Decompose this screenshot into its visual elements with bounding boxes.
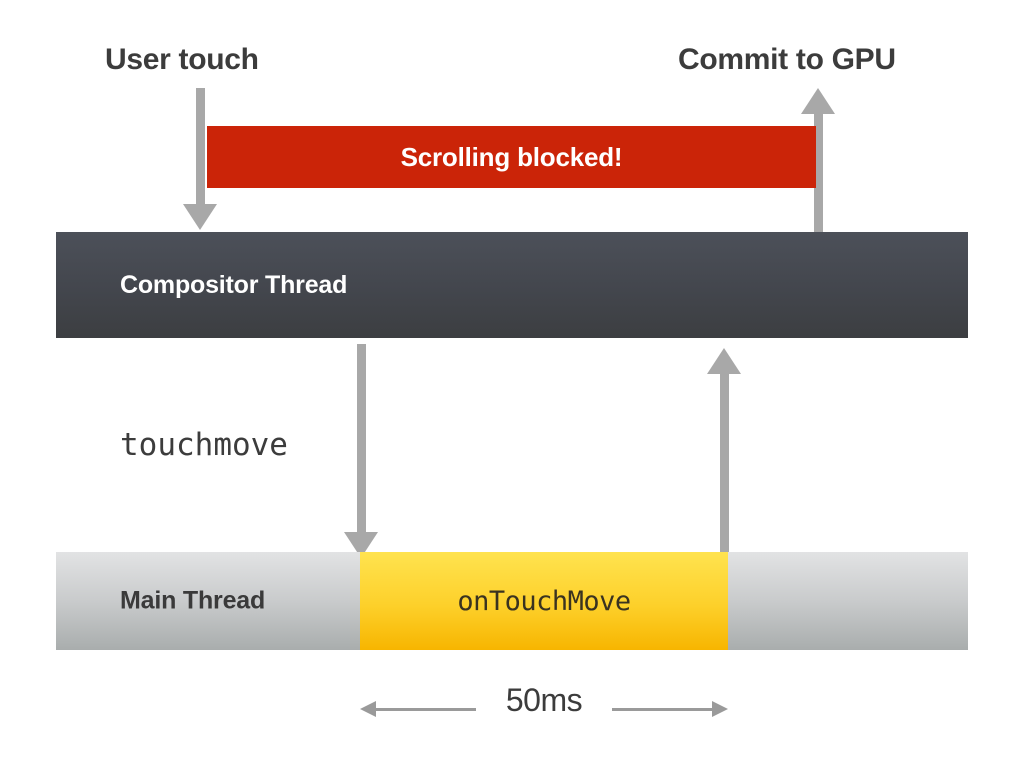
lane-label-compositor-thread: Compositor Thread [120,270,348,299]
scrolling-blocked-banner: Scrolling blocked! [207,126,816,188]
lane-compositor-thread: Compositor Thread [56,232,968,338]
arrow-left-icon-duration [360,701,376,717]
arrow-touchmove-shaft [357,344,366,534]
lane-main-thread: Main Thread onTouchMove [56,552,968,650]
duration-line-right [612,708,714,711]
task-block-label-ontouchmove: onTouchMove [457,585,631,617]
arrow-commit-to-gpu-shaft [814,114,823,232]
arrow-user-touch-shaft [196,88,205,206]
scrolling-blocked-label: Scrolling blocked! [400,141,623,172]
arrow-up-icon-commit-to-gpu [801,88,835,114]
duration-measure: 50ms [360,682,728,740]
duration-label: 50ms [505,682,583,718]
arrow-return-shaft [720,374,729,558]
arrow-right-icon-duration [712,701,728,717]
task-block-ontouchmove: onTouchMove [360,552,728,650]
duration-line-left [374,708,476,711]
caption-commit-to-gpu: Commit to GPU [678,43,896,76]
caption-user-touch: User touch [105,43,259,76]
arrow-down-icon-user-touch [183,204,217,230]
event-label-touchmove: touchmove [120,427,288,463]
arrow-up-icon-return [707,348,741,374]
lane-label-main-thread: Main Thread [120,586,266,615]
